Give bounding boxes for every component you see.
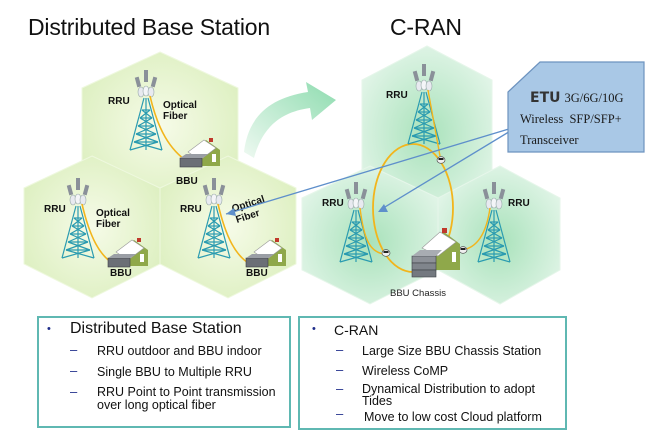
left-box-item: RRU outdoor and BBU indoor (97, 344, 262, 358)
fiber-node-icon (381, 249, 391, 257)
pointer-line-to-ring (379, 129, 513, 211)
fiber-node-icon (458, 246, 468, 254)
fiber-link (427, 89, 441, 157)
rru-label: RRU (108, 96, 130, 107)
fiber-label-2: Fiber (96, 219, 121, 230)
rru-label: RRU (180, 204, 202, 215)
left-box-heading: Distributed Base Station (70, 320, 242, 337)
bbu-label: BBU (110, 268, 132, 279)
bbu-chassis-icon (411, 228, 460, 278)
right-box-item: Large Size BBU Chassis Station (362, 344, 542, 358)
left-box-item: RRU Point to Point transmission (97, 385, 276, 399)
fiber-label-1: Optical (96, 208, 130, 219)
rru-label: RRU (508, 198, 530, 209)
etu-line3: Transceiver (520, 133, 579, 147)
rru-label: RRU (386, 90, 408, 101)
fiber-label-1: Optical (163, 100, 197, 111)
bullet-icon: • (312, 323, 316, 335)
etu-label: ETU (530, 90, 561, 106)
left-cell-bottom-left: RRU Optical Fiber BBU (44, 177, 149, 279)
right-box-item: Wireless CoMP (362, 364, 449, 378)
dash-icon: – (336, 381, 344, 396)
etu-rate: 3G/6G/10G (564, 91, 624, 105)
etu-callout-box (507, 61, 645, 153)
bullet-icon: • (47, 323, 51, 335)
dash-icon: – (336, 362, 344, 377)
right-box-item: Move to low cost Cloud platform (364, 410, 542, 424)
right-cell-top: RRU (386, 63, 441, 157)
rru-label: RRU (44, 204, 66, 215)
dash-icon: – (336, 342, 344, 357)
right-cell-hexagons (301, 45, 561, 305)
rru-label: RRU (322, 198, 344, 209)
right-cell-bottom-left: RRU (322, 181, 385, 263)
right-box-item-continued: Tides (362, 394, 393, 408)
dash-icon: – (336, 406, 344, 421)
c-ran-summary: • C-RAN – Large Size BBU Chassis Station… (298, 316, 567, 430)
hex-right-bottom-right (437, 165, 561, 305)
right-box-heading: C-RAN (334, 322, 379, 338)
bbu-label: BBU (246, 268, 268, 279)
evolution-arrow (244, 82, 336, 158)
arrowhead-icon (226, 208, 236, 216)
left-box-item: Single BBU to Multiple RRU (97, 365, 252, 379)
dash-icon: – (70, 363, 78, 378)
distributed-base-station-summary: • Distributed Base Station – RRU outdoor… (37, 316, 291, 428)
fiber-link (359, 207, 385, 255)
callout-pointers (225, 127, 513, 216)
bbu-chassis-label: BBU Chassis (390, 288, 446, 299)
pointer-line-to-left (225, 127, 513, 215)
dash-icon: – (70, 342, 78, 357)
title-c-ran: C-RAN (390, 14, 462, 40)
left-box-item-continued: over long optical fiber (97, 398, 216, 412)
right-box-item: Dynamical Distribution to adopt (362, 382, 535, 396)
fiber-node-icon (436, 156, 446, 164)
bbu-label: BBU (176, 176, 198, 187)
etu-line2: Wireless SFP/SFP+ (520, 112, 622, 126)
fiber-label-2: Fiber (163, 111, 188, 122)
left-cell-top: RRU Optical Fiber BBU (108, 69, 221, 187)
title-distributed-base-station: Distributed Base Station (28, 14, 270, 40)
arrowhead-icon (378, 204, 388, 212)
dash-icon: – (70, 384, 78, 399)
